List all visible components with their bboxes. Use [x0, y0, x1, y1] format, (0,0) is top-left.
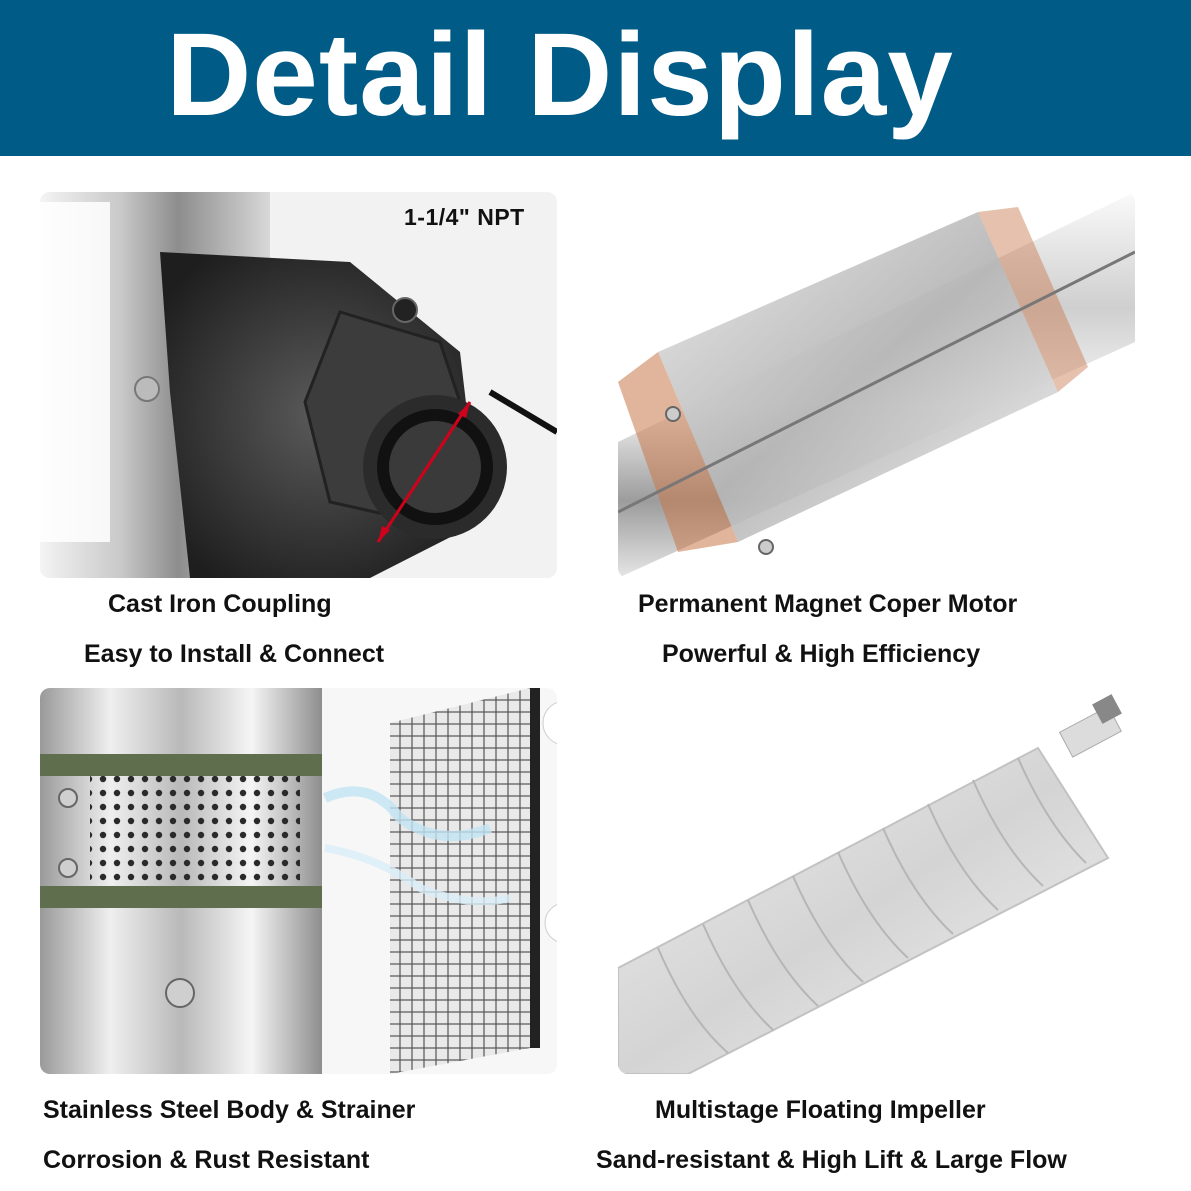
strainer-illustration [40, 688, 557, 1074]
motor-illustration [618, 192, 1135, 578]
motor-photo [618, 192, 1135, 578]
impeller-photo [618, 688, 1135, 1074]
coupling-caption: Cast Iron Coupling [108, 590, 332, 618]
body-caption: Stainless Steel Body & Strainer [43, 1096, 416, 1124]
impeller-caption: Multistage Floating Impeller [655, 1096, 986, 1124]
page-title: Detail Display [166, 9, 954, 141]
npt-size-label: 1-1/4" NPT [404, 204, 525, 230]
impeller-subcaption: Sand-resistant & High Lift & Large Flow [596, 1146, 1067, 1174]
motor-subcaption: Powerful & High Efficiency [662, 640, 981, 668]
header-banner: Detail Display [0, 0, 1191, 156]
coupling-photo [40, 192, 557, 578]
coupling-illustration [40, 192, 557, 578]
impeller-illustration [618, 688, 1135, 1074]
body-strainer-photo [40, 688, 557, 1074]
body-subcaption: Corrosion & Rust Resistant [43, 1146, 370, 1174]
coupling-subcaption: Easy to Install & Connect [84, 640, 385, 668]
motor-caption: Permanent Magnet Coper Motor [638, 590, 1018, 618]
